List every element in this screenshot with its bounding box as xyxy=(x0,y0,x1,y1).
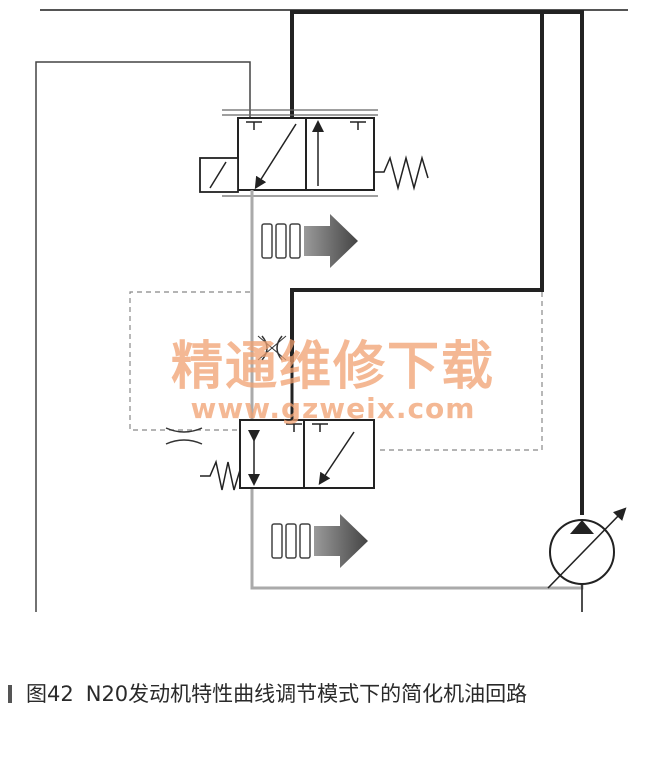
caption-marker xyxy=(8,685,12,703)
branch-pressure-line xyxy=(290,12,544,362)
watermark-url: www.gzweix.com xyxy=(191,392,476,425)
caption-text: N20发动机特性曲线调节模式下的简化机油回路 xyxy=(85,682,528,706)
upper-flow-arrow-icon xyxy=(261,214,358,268)
lower-control-valve xyxy=(200,362,375,491)
pump-pressure-line xyxy=(290,10,584,515)
watermark-title: 精通维修下载 xyxy=(171,337,495,397)
variable-pump-icon xyxy=(547,507,627,612)
pilot-dashed-line xyxy=(129,291,543,451)
caption-number: 图42 xyxy=(26,682,74,706)
upper-solenoid-valve xyxy=(199,109,429,197)
orifice-upper-icon xyxy=(257,335,287,361)
orifice-left-icon xyxy=(165,427,203,445)
oil-circuit-diagram: 精通维修下载 www.gzweix.com xyxy=(35,9,628,612)
lower-flow-arrow-icon xyxy=(271,514,368,568)
tank-line xyxy=(35,61,251,612)
figure-caption: 图42 N20发动机特性曲线调节模式下的简化机油回路 xyxy=(8,676,658,712)
